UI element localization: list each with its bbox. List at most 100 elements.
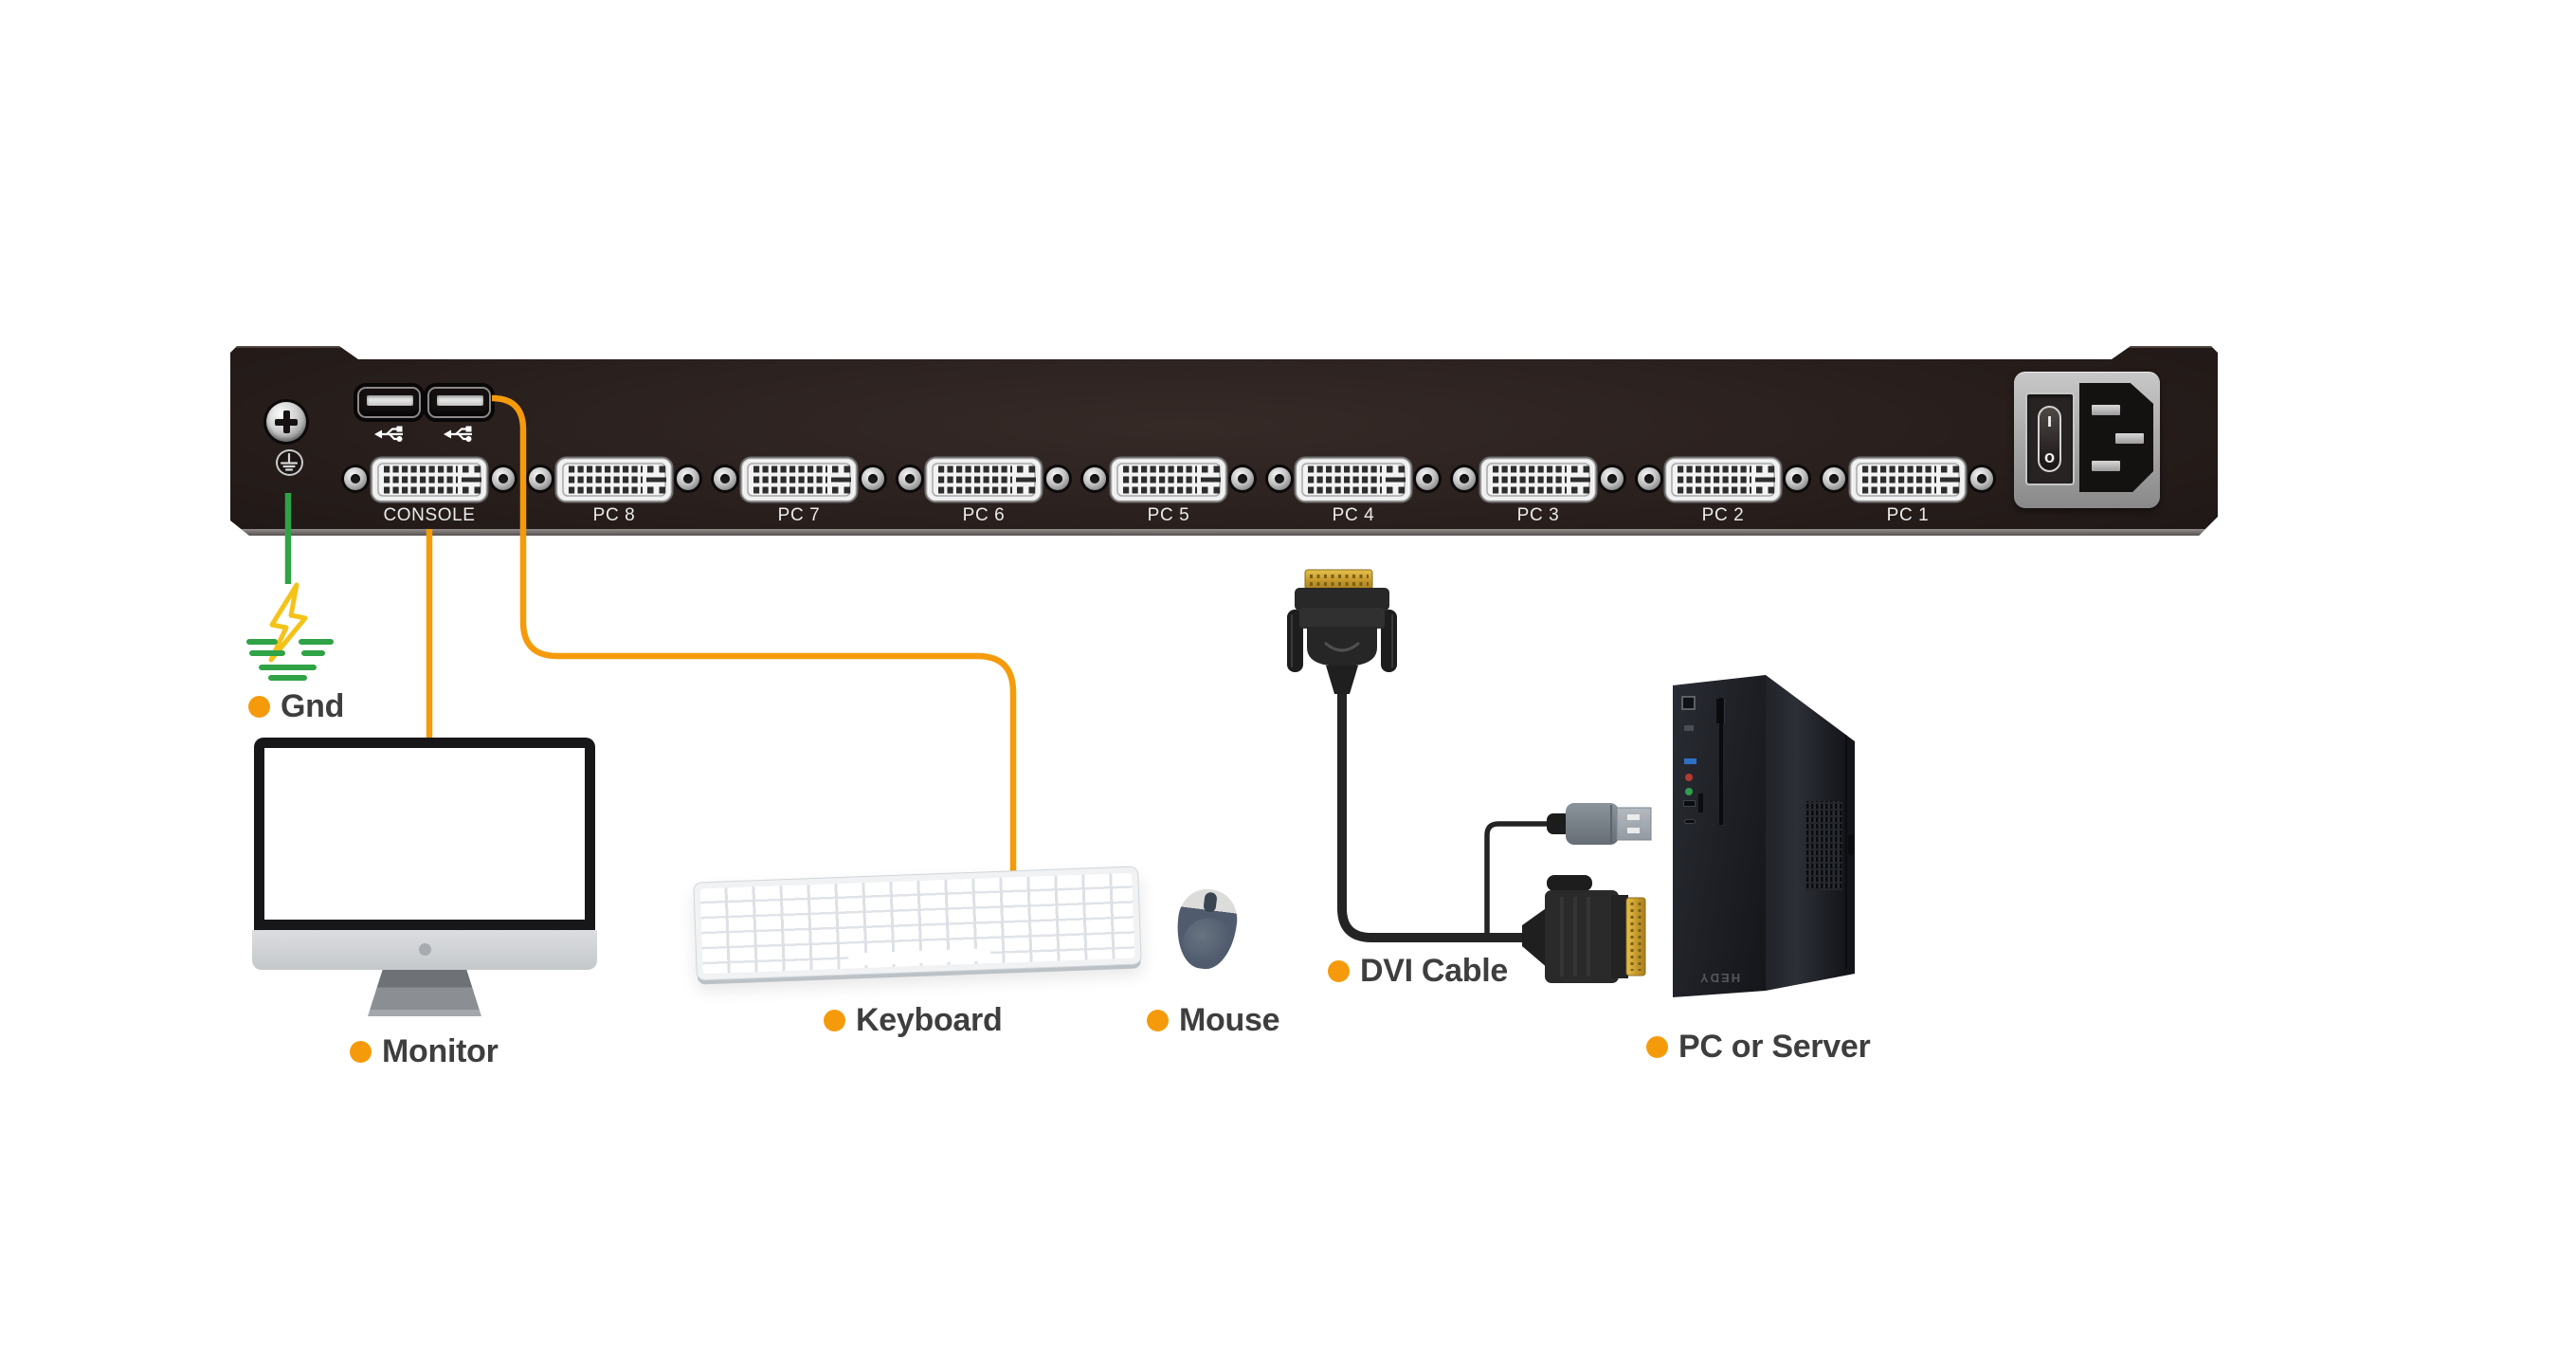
sd-card-slot <box>1698 794 1703 812</box>
earth-bars-icon <box>246 639 334 681</box>
mouse-label-text: Mouse <box>1179 1001 1280 1038</box>
dvi-connector-face <box>1848 456 1968 503</box>
mouse-scroll-wheel <box>1203 891 1218 913</box>
gnd-label-text: Gnd <box>281 687 345 724</box>
kvm-switch-rear-panel <box>230 346 2218 536</box>
screw-hole-icon <box>492 467 515 490</box>
dvi-connector-face <box>1294 456 1413 503</box>
dvi-connector-top <box>1287 569 1397 694</box>
dvi-connector-face <box>1478 456 1598 503</box>
power-button <box>1681 696 1696 710</box>
power-led <box>1684 725 1694 731</box>
monitor-label-text: Monitor <box>382 1032 499 1069</box>
power-module: I O <box>2014 372 2160 508</box>
keyboard-wire <box>491 394 1017 878</box>
keyboard <box>693 866 1142 981</box>
dvi-port: PC 1 <box>1823 456 1993 525</box>
screw-hole-icon <box>1453 467 1476 490</box>
lightning-bolt-icon <box>268 582 308 663</box>
panel-seam <box>1845 694 1847 969</box>
port-label: PC 1 <box>1886 505 1930 525</box>
orange-bullet-icon <box>1147 1009 1169 1031</box>
screw-hole-icon <box>1268 467 1291 490</box>
orange-bullet-icon <box>1328 959 1350 982</box>
dvi-port: PC 5 <box>1083 456 1254 525</box>
panel-latch <box>1848 834 1854 855</box>
screw-hole-icon <box>1046 467 1069 490</box>
usb-console-port-2 <box>427 387 491 418</box>
phillips-screw-icon <box>266 402 306 442</box>
ac-pin <box>2092 405 2120 415</box>
power-on-mark: I <box>2046 413 2053 430</box>
dvi-connector-face <box>739 456 859 503</box>
usb-c-port <box>1684 819 1696 824</box>
keyboard-label-text: Keyboard <box>856 1001 1003 1038</box>
monitor-logo-dot <box>419 943 431 956</box>
screw-hole-icon <box>1970 467 1993 490</box>
usb-icon <box>444 426 472 442</box>
pc-or-server-label: PC or Server <box>1646 1028 1871 1066</box>
dvi-cable-label: DVI Cable <box>1328 952 1508 990</box>
usb-port-slot <box>367 395 413 406</box>
usb-icon <box>374 426 403 442</box>
dvi-port: PC 3 <box>1453 456 1624 525</box>
power-switch[interactable]: I O <box>2025 392 2075 485</box>
dvi-cable-label-text: DVI Cable <box>1360 952 1509 989</box>
ground-wire <box>246 493 334 681</box>
screw-hole-icon <box>677 467 699 490</box>
port-label: PC 4 <box>1332 505 1375 525</box>
screw-hole-icon <box>1601 467 1624 490</box>
usb-port-slot <box>437 395 483 406</box>
screw-hole-icon <box>1231 467 1254 490</box>
monitor-stand <box>368 970 481 1016</box>
screw-hole-icon <box>1638 467 1660 490</box>
ac-pin <box>2115 433 2144 444</box>
keyboard-label: Keyboard <box>824 1001 1003 1039</box>
dvi-connector-right <box>1522 875 1646 983</box>
orange-bullet-icon <box>1646 1035 1668 1058</box>
protective-earth-icon <box>276 449 303 476</box>
dvi-port: PC 8 <box>529 456 699 525</box>
pc-brand-logo: HEDY <box>1697 971 1741 985</box>
mouse-label: Mouse <box>1147 1001 1279 1039</box>
ac-inlet <box>2079 383 2153 492</box>
power-rocker[interactable]: I O <box>2038 406 2061 472</box>
dvi-connector-face <box>924 456 1043 503</box>
port-label: PC 8 <box>592 505 636 525</box>
optical-drive-slot <box>1719 698 1723 825</box>
ac-pin <box>2092 461 2120 471</box>
port-label: PC 5 <box>1147 505 1190 525</box>
dvi-connector-face <box>1663 456 1783 503</box>
power-off-mark: O <box>2043 452 2056 466</box>
pc-tower-front: HEDY <box>1673 675 1766 997</box>
orange-bullet-icon <box>350 1040 372 1063</box>
screw-hole-icon <box>344 467 367 490</box>
dvi-connector-face <box>554 456 674 503</box>
dvi-cable <box>1287 569 1652 983</box>
audio-jack <box>1685 788 1693 795</box>
screw-hole-icon <box>1823 467 1845 490</box>
screw-hole-icon <box>714 467 736 490</box>
screw-cross-v <box>282 410 290 433</box>
dvi-port: PC 6 <box>898 456 1069 525</box>
port-label: PC 7 <box>777 505 821 525</box>
port-label: PC 6 <box>962 505 1006 525</box>
orange-bullet-icon <box>248 695 270 718</box>
dvi-port: PC 7 <box>714 456 884 525</box>
vent-grille <box>1806 801 1842 890</box>
mic-jack <box>1685 774 1693 781</box>
pc-label-text: PC or Server <box>1678 1028 1871 1065</box>
screw-hole-icon <box>529 467 552 490</box>
screw-hole-icon <box>862 467 884 490</box>
chassis-bottom-bevel <box>230 529 2218 536</box>
screw-hole-icon <box>1083 467 1106 490</box>
dvi-port: PC 2 <box>1638 456 1808 525</box>
dvi-connector-face <box>370 456 489 503</box>
screw-hole-icon <box>1416 467 1439 490</box>
monitor-label: Monitor <box>350 1032 499 1070</box>
port-label: CONSOLE <box>383 505 476 525</box>
screw-hole-icon <box>898 467 921 490</box>
monitor-screen <box>264 748 585 920</box>
usb3-port <box>1684 758 1696 764</box>
